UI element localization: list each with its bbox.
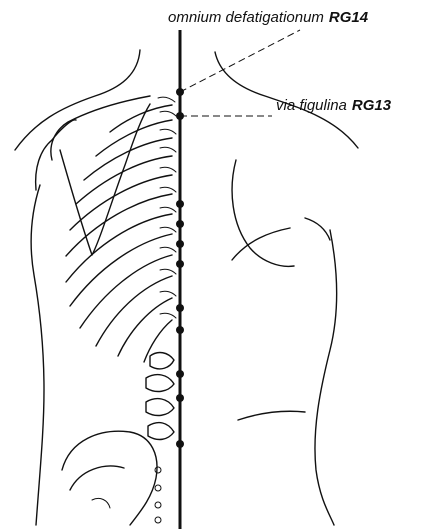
rib — [70, 175, 172, 230]
vertebra — [160, 227, 176, 232]
lumbar-vertebra — [146, 375, 174, 392]
right-flank-curve — [305, 218, 330, 240]
acupoint — [176, 304, 184, 312]
acupoint — [176, 200, 184, 208]
acupoint-rg14 — [176, 88, 184, 96]
vertebra — [160, 207, 176, 212]
vertebra — [160, 247, 176, 252]
scapula-body — [60, 104, 150, 255]
sacral-foramen — [155, 517, 161, 523]
rib — [96, 276, 172, 346]
rg14-code: RG14 — [329, 9, 369, 26]
vertebra — [160, 291, 176, 296]
rib — [52, 120, 76, 140]
label-rg14: omnium defatigationum RG14 — [168, 9, 369, 26]
right-lower-back-curve — [238, 411, 305, 420]
rg13-name: via figulina — [276, 97, 347, 114]
rib — [80, 255, 172, 328]
vertebra — [160, 111, 176, 116]
rib — [144, 320, 172, 362]
acupoint — [176, 394, 184, 402]
lumbar-vertebra — [148, 423, 174, 440]
ribcage — [52, 105, 172, 362]
iliac-inner-line — [70, 466, 124, 490]
lumbar-vertebra — [150, 353, 174, 369]
leader-line-rg14 — [180, 30, 300, 92]
pelvis — [62, 431, 161, 525]
acupoint — [176, 326, 184, 334]
sacral-foramen — [155, 485, 161, 491]
left-neck-shoulder-line — [15, 50, 140, 150]
scapula-spine — [51, 96, 150, 160]
acupoint — [176, 220, 184, 228]
acupoint — [176, 240, 184, 248]
lumbar-vertebra — [146, 399, 174, 416]
left-torso-outline — [31, 185, 44, 525]
iliac-detail — [92, 498, 110, 508]
vertebra — [158, 97, 175, 102]
right-torso-outline — [315, 230, 337, 525]
acupoint-rg13 — [176, 112, 184, 120]
iliac-crest — [62, 431, 157, 525]
acupoint — [176, 370, 184, 378]
vertebra — [160, 167, 176, 172]
acupoint — [176, 260, 184, 268]
acupoint — [176, 440, 184, 448]
vertebra — [160, 269, 176, 274]
vertebra — [160, 313, 176, 318]
acromion — [36, 140, 52, 190]
rg13-code: RG13 — [352, 97, 392, 114]
spine-vertebrae — [146, 97, 176, 439]
body-outline — [15, 50, 358, 525]
vertebra — [160, 147, 176, 152]
rg14-name: omnium defatigationum — [168, 9, 324, 26]
sacral-foramen — [155, 467, 161, 473]
vertebra — [160, 129, 176, 134]
sacral-foramen — [155, 502, 161, 508]
rib — [110, 105, 172, 132]
rib — [70, 234, 172, 306]
vertebra — [160, 187, 176, 192]
